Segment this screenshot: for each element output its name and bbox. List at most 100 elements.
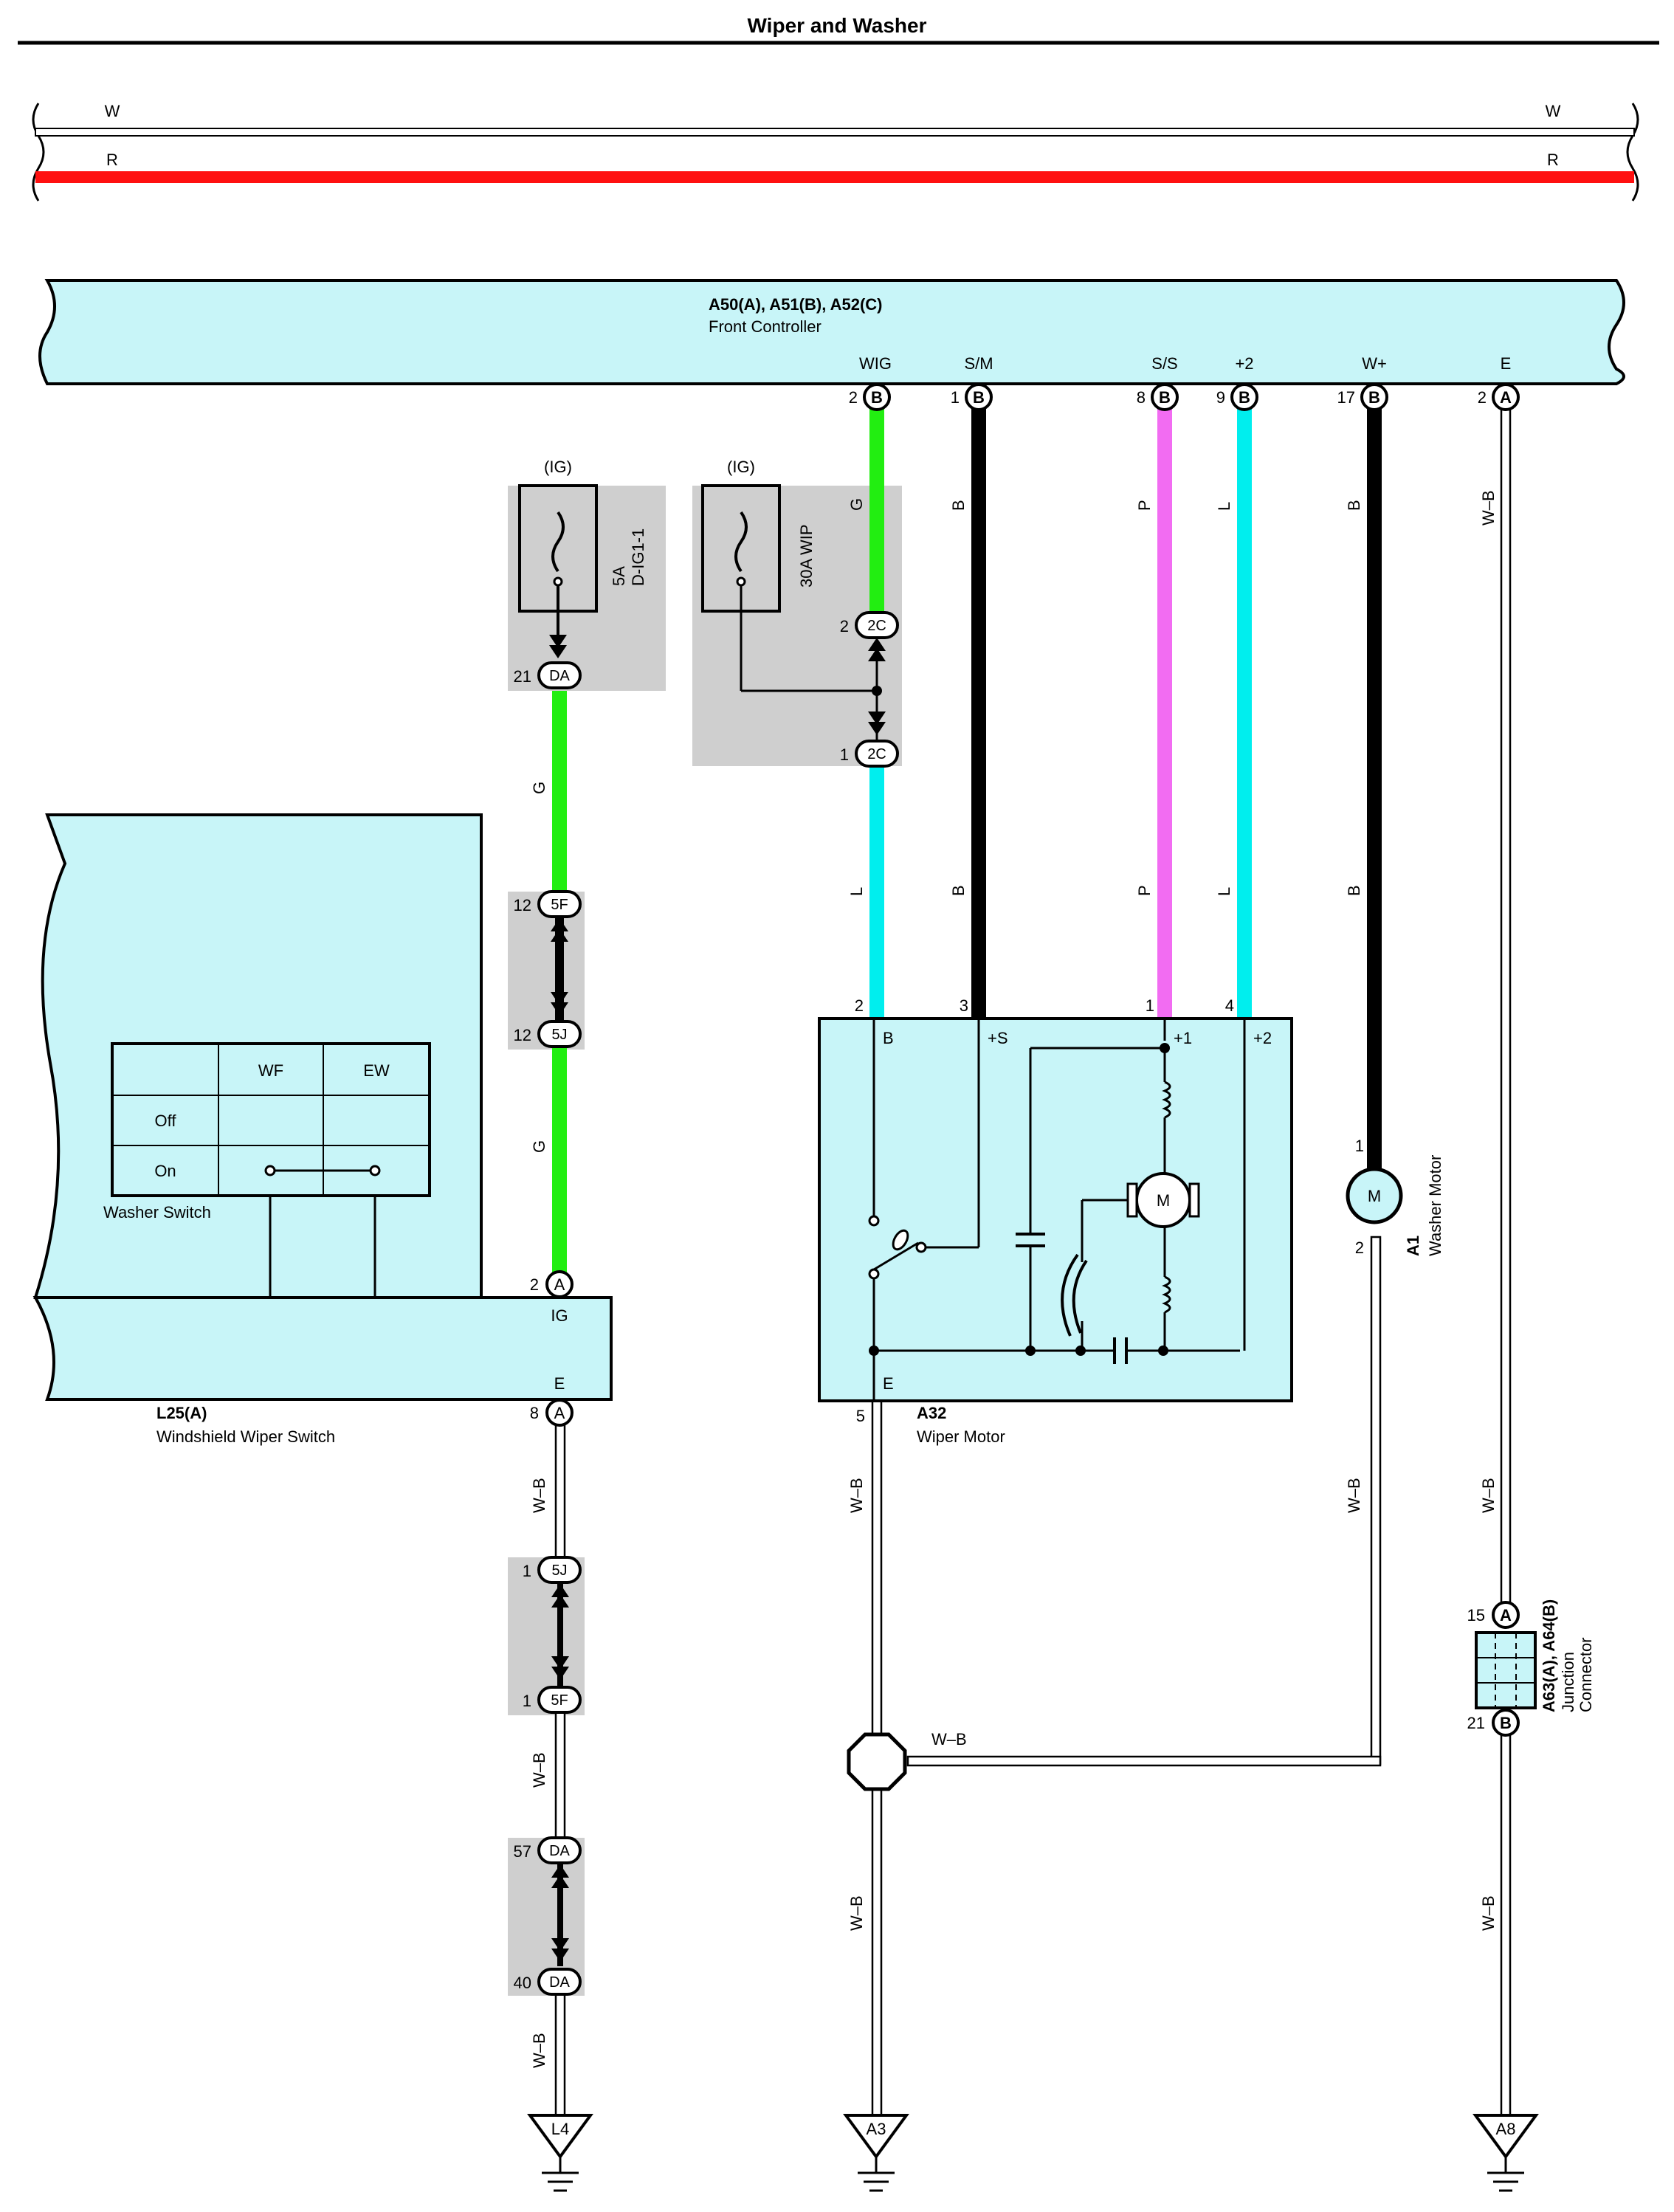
conn-2c-1: 2C	[867, 746, 886, 762]
wire-ig-green-bottom	[552, 1042, 567, 1272]
wiper-motor	[818, 1017, 1293, 1402]
conn-2c-2: 2C	[867, 618, 886, 634]
fc-pin-sm: B	[973, 388, 985, 407]
fc-term-ss: S/S	[1151, 354, 1177, 373]
fc-pins	[863, 383, 1520, 411]
ground-a8	[1472, 2114, 1539, 2192]
conn-da40: DA	[549, 1974, 570, 1991]
wl-l-mid: L	[847, 887, 866, 896]
wire-wb-left-2	[554, 1705, 566, 1845]
wl-b-wplus-mid: B	[1345, 885, 1363, 896]
fc-pin-ss: B	[1159, 388, 1171, 407]
fc-pinno-e: 2	[1478, 388, 1487, 407]
wire-wplus-black	[1367, 403, 1382, 1171]
wiper-switch-e-conn: A	[554, 1404, 565, 1422]
page-title: Wiper and Washer	[748, 14, 927, 37]
wl-g-top: G	[847, 498, 866, 511]
wiper-motor-pin2: 2	[855, 996, 864, 1015]
front-controller: A50(A), A51(B), A52(C) Front Controller …	[38, 279, 1625, 385]
wiper-switch-row-on: On	[154, 1162, 176, 1180]
fuse-30a-wip	[701, 484, 886, 741]
fc-pin-e: A	[1500, 388, 1512, 407]
fc-term-wig: WIG	[859, 354, 892, 373]
r-bus-wire	[35, 171, 1634, 183]
power-bus: W W R R	[32, 102, 1639, 201]
wiper-switch-code: L25(A)	[156, 1404, 207, 1422]
fuse1-supply: (IG)	[544, 458, 572, 476]
wiper-motor-pin4: 4	[1225, 996, 1234, 1015]
ground-l4-label: L4	[551, 2120, 569, 2138]
wiper-switch-e-pin: 8	[530, 1404, 539, 1422]
washer-motor-pin-top: 1	[1355, 1137, 1364, 1155]
windshield-wiper-switch	[32, 813, 613, 1427]
conn-5f-1: 5F	[551, 1692, 568, 1709]
washer-switch-label: Washer Switch	[103, 1203, 211, 1222]
conn-2c-2-pin: 2	[840, 617, 849, 635]
fc-term-plus2: +2	[1235, 354, 1253, 373]
wire-sm-black	[971, 403, 986, 1020]
conn-5j-12-pin: 12	[514, 1026, 531, 1044]
conn-5j-12: 5J	[551, 1027, 567, 1043]
wire-wb-washer-down	[1370, 1236, 1382, 1765]
fc-pinno-wplus: 17	[1337, 388, 1355, 407]
wiper-switch-table-ew: EW	[363, 1061, 390, 1080]
conn-da40-pin: 40	[514, 1974, 531, 1992]
conn-da57-pin: 57	[514, 1842, 531, 1861]
wiper-motor-m: M	[1157, 1191, 1170, 1210]
wire-l-wiper-b	[869, 763, 884, 1020]
ground-a3-label: A3	[867, 2120, 886, 2138]
fuse1-name: D-IG1-1	[629, 528, 647, 586]
junction-connector	[1475, 1601, 1537, 1737]
washer-motor-m: M	[1368, 1187, 1381, 1205]
ground-l4	[527, 2114, 593, 2192]
ground-splice	[847, 1732, 907, 1791]
fuse2-rating: 30A WIP	[797, 524, 816, 588]
wiper-motor-pin5: 5	[856, 1407, 865, 1425]
washer-motor-pin-bottom: 2	[1355, 1238, 1364, 1257]
junction-conn-bottom: B	[1500, 1714, 1512, 1732]
wire-wb-left-1	[554, 1420, 566, 1566]
r-bus-label-right: R	[1547, 151, 1559, 169]
wiper-switch-table-wf: WF	[258, 1061, 283, 1080]
wire-plus2-cyan	[1237, 403, 1252, 1020]
wire-e-wb	[1500, 402, 1512, 1615]
wiper-motor-name: Wiper Motor	[917, 1427, 1005, 1446]
wire-wb-left-3	[554, 1988, 566, 2117]
fc-pin-wplus: B	[1368, 388, 1380, 407]
wl-wb-wiper-2: W–B	[847, 1895, 866, 1931]
wl-wb-splice: W–B	[931, 1730, 967, 1748]
conn-5f-12-pin: 12	[514, 896, 531, 914]
wl-wb-washer: W–B	[1345, 1478, 1363, 1513]
front-controller-code: A50(A), A51(B), A52(C)	[709, 295, 883, 314]
wiper-switch-row-off: Off	[155, 1112, 177, 1130]
junction-name-2: Connector	[1577, 1637, 1595, 1712]
wiper-motor-term-e: E	[883, 1374, 894, 1393]
wiper-switch-e-label: E	[554, 1374, 565, 1393]
wire-e-wb-lower	[1500, 1730, 1512, 2117]
conn-da21-pin: 21	[514, 667, 531, 686]
wiper-motor-term-b: B	[883, 1029, 894, 1047]
w-bus-label-right: W	[1546, 102, 1561, 120]
conn-5f-1-pin: 1	[523, 1692, 531, 1710]
wiper-switch-ig-pin: 2	[530, 1275, 539, 1294]
w-bus-wire	[35, 128, 1635, 137]
wiper-motor-pin1: 1	[1146, 996, 1154, 1015]
wl-wb-e-bottom: W–B	[1479, 1895, 1498, 1931]
wl-b-sm-mid: B	[949, 885, 968, 896]
washer-motor-code: A1	[1404, 1236, 1422, 1256]
wiper-switch-ig-conn: A	[554, 1275, 565, 1294]
wl-wb-e-top: W–B	[1479, 490, 1498, 526]
wire-ig-green-top	[552, 691, 567, 899]
wl-l-top: L	[1215, 502, 1233, 511]
r-bus-label-left: R	[106, 151, 118, 169]
fc-pinno-sm: 1	[951, 388, 960, 407]
wl-g-ig-top: G	[530, 782, 548, 794]
fc-pinno-plus2: 9	[1216, 388, 1225, 407]
wl-b-sm-top: B	[949, 500, 968, 511]
fc-pin-plus2: B	[1239, 388, 1250, 407]
wl-b-wplus-top: B	[1345, 500, 1363, 511]
wiper-switch-ig-label: IG	[551, 1306, 568, 1325]
conn-5j-1-pin: 1	[523, 1562, 531, 1580]
fc-term-sm: S/M	[964, 354, 993, 373]
wl-l-plus2-mid: L	[1215, 887, 1233, 896]
